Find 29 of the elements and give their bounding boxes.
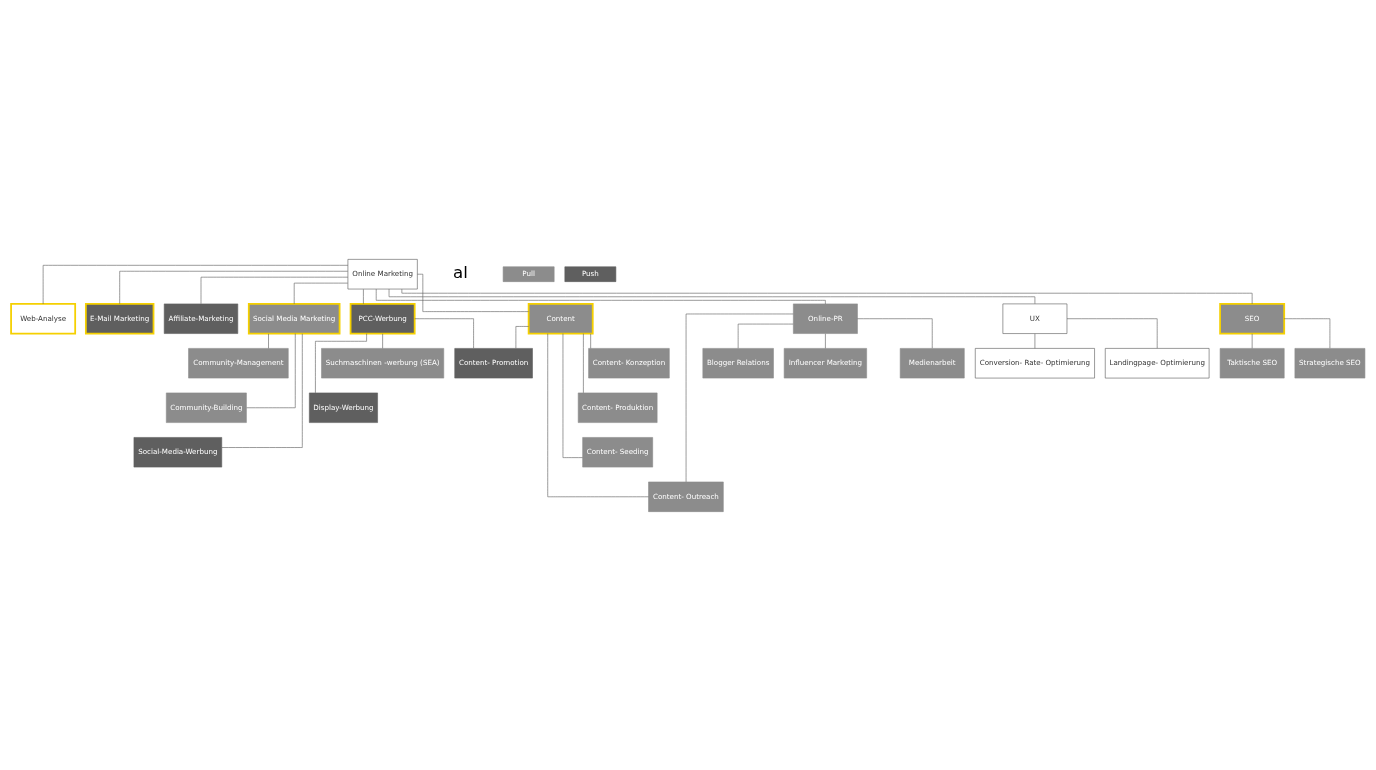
connector: [293, 282, 348, 304]
connector: [382, 333, 383, 349]
connector: [315, 332, 367, 393]
connector: [825, 333, 826, 349]
label: al: [452, 262, 468, 282]
connector: [1283, 317, 1331, 348]
connector: [221, 332, 303, 448]
connector: [857, 317, 933, 348]
connector: [583, 332, 584, 393]
connector: [737, 323, 794, 348]
connector: [119, 270, 348, 304]
connector: [375, 288, 826, 304]
connector: [388, 288, 1036, 304]
connector: [590, 333, 591, 349]
connector: [414, 317, 474, 348]
connector: [268, 333, 269, 349]
connector: [547, 332, 649, 497]
connector: [417, 273, 529, 312]
connector: [1034, 333, 1036, 349]
connector: [685, 313, 794, 482]
connector: [200, 276, 349, 304]
connector: [562, 332, 583, 458]
connector: [363, 288, 364, 304]
connector: [246, 332, 296, 408]
connector: [1251, 333, 1253, 349]
connector: [1066, 317, 1158, 348]
connector: [401, 288, 1253, 304]
connector: [515, 325, 529, 349]
connector: [42, 264, 349, 304]
